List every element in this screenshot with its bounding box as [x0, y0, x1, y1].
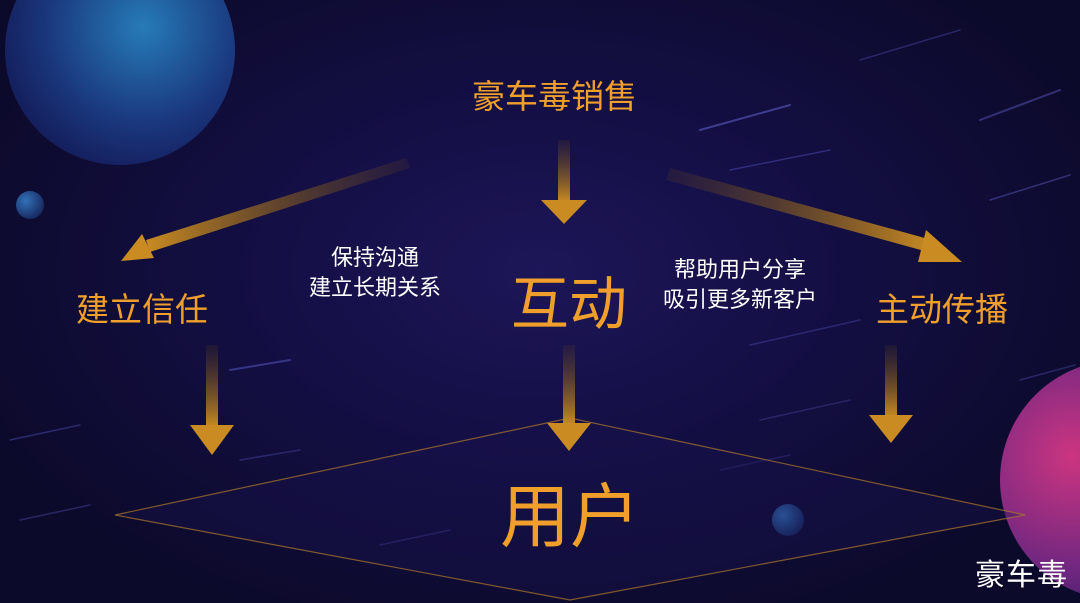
note-left-line-1: 保持沟通: [330, 246, 419, 271]
arrow-top-to-center: [541, 140, 587, 224]
decor-planet-small-bottom: [772, 504, 804, 536]
arrow-top-to-left: [121, 158, 410, 261]
decor-planet-small-left: [16, 191, 44, 219]
arrow-right-to-user: [869, 345, 913, 443]
note-keep-communication: 保持沟通 建立长期关系: [290, 244, 460, 304]
node-active-spread: 主动传播: [876, 290, 1008, 329]
decor-planet-bottom-right: [1000, 366, 1080, 594]
note-help-share: 帮助用户分享 吸引更多新客户: [640, 256, 840, 316]
node-user: 用户: [500, 476, 640, 558]
node-sales: 豪车毒销售: [472, 77, 637, 116]
note-right-line-2: 吸引更多新客户: [662, 288, 817, 313]
node-interaction: 互动: [511, 270, 628, 338]
note-right-line-1: 帮助用户分享: [673, 258, 806, 283]
decor-streaks: [9, 29, 1076, 546]
note-left-line-2: 建立长期关系: [308, 276, 441, 301]
brand-watermark: 豪车毒: [975, 558, 1068, 593]
arrow-center-to-user: [547, 345, 591, 451]
user-diamond-outline: [114, 417, 1026, 601]
node-build-trust: 建立信任: [76, 290, 208, 329]
arrow-left-to-user: [190, 345, 234, 455]
decor-planet-top-left: [5, 0, 235, 165]
arrow-top-to-right: [666, 168, 962, 262]
